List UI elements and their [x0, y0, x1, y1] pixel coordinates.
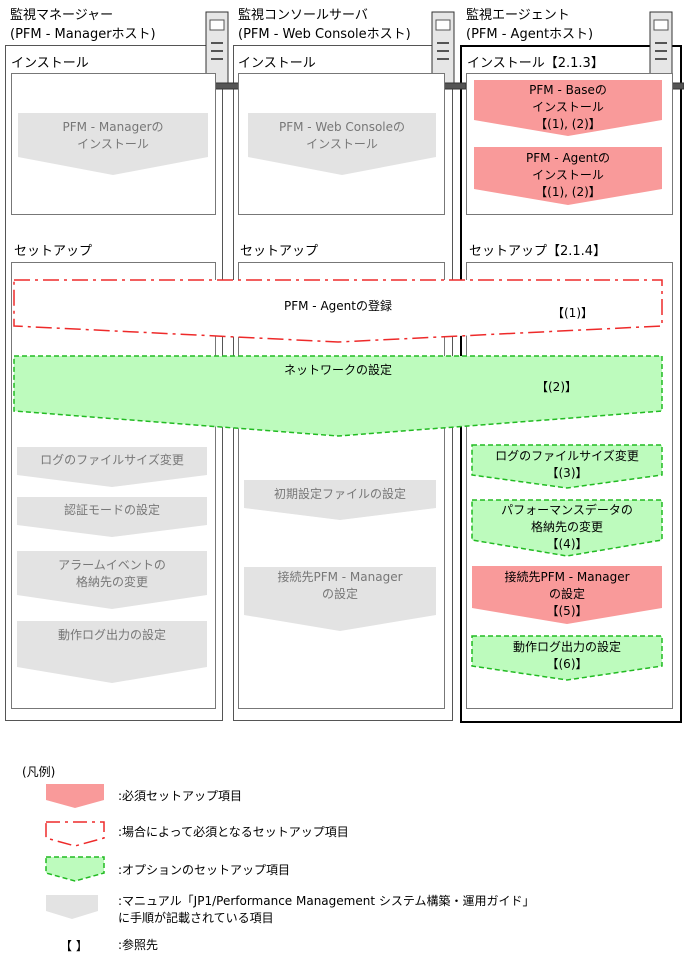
agent-install-label: インストール【2.1.3】 — [467, 56, 604, 71]
agent-base-install-step: PFM - Baseの インストール 【(1), (2)】 — [474, 80, 662, 136]
legend-required-text: :必須セットアップ項目 — [118, 789, 243, 803]
console-install-step: PFM - Web Consoleの インストール — [248, 113, 436, 175]
legend-conditional-swatch — [45, 821, 105, 847]
legend-reference-text: :参照先 — [118, 938, 159, 952]
agent-agent-install-step: PFM - Agentの インストール 【(1), (2)】 — [474, 147, 662, 205]
agent-setup-label: セットアップ【2.1.4】 — [469, 244, 607, 259]
legend-reference-symbol: 【 】 — [60, 939, 88, 953]
legend-manual-swatch — [46, 895, 98, 919]
manager-operation-log-step: 動作ログ出力の設定 — [17, 621, 207, 683]
server-icon — [195, 10, 241, 92]
console-install-label: インストール — [238, 56, 316, 71]
legend-title: (凡例) — [22, 765, 56, 779]
agent-title: 監視エージェント — [466, 8, 570, 23]
agent-registration-step: PFM - Agentの登録 【(1)】 — [13, 279, 663, 343]
agent-log-size-step: ログのファイルサイズ変更 【(3)】 — [471, 444, 663, 489]
console-column-header: 監視コンソールサーバ (PFM - Web Consoleホスト) — [238, 6, 411, 44]
manager-install-label: インストール — [11, 56, 89, 71]
manager-column-header: 監視マネージャー (PFM - Managerホスト) — [10, 6, 156, 44]
agent-perf-data-step: パフォーマンスデータの 格納先の変更 【(4)】 — [471, 499, 663, 557]
manager-alarm-event-step: アラームイベントの 格納先の変更 — [17, 551, 207, 609]
manager-subtitle: (PFM - Managerホスト) — [10, 27, 156, 42]
manager-auth-mode-step: 認証モードの設定 — [17, 497, 207, 537]
legend-optional-text: :オプションのセットアップ項目 — [118, 863, 291, 877]
console-init-file-step: 初期設定ファイルの設定 — [244, 480, 436, 520]
console-setup-label: セットアップ — [240, 244, 319, 259]
agent-operation-log-step: 動作ログ出力の設定 【(6)】 — [471, 635, 663, 681]
manager-setup-label: セットアップ — [14, 244, 93, 259]
manager-title: 監視マネージャー — [10, 8, 114, 23]
manager-install-step: PFM - Managerの インストール — [18, 113, 208, 175]
agent-column-header: 監視エージェント (PFM - Agentホスト) — [466, 6, 593, 44]
legend-conditional-text: :場合によって必須となるセットアップ項目 — [118, 825, 349, 839]
console-connection-step: 接続先PFM - Manager の設定 — [244, 567, 436, 631]
agent-subtitle: (PFM - Agentホスト) — [466, 27, 594, 42]
console-title: 監視コンソールサーバ — [238, 8, 368, 23]
agent-connection-step: 接続先PFM - Manager の設定 【(5)】 — [472, 566, 662, 624]
legend-required-swatch — [46, 784, 104, 808]
legend-manual-text: :マニュアル「JP1/Performance Management システム構築… — [118, 894, 535, 925]
console-subtitle: (PFM - Web Consoleホスト) — [238, 27, 411, 42]
network-settings-step: ネットワークの設定 【(2)】 — [13, 355, 663, 437]
manager-log-size-step: ログのファイルサイズ変更 — [17, 447, 207, 487]
legend-optional-swatch — [45, 856, 105, 882]
